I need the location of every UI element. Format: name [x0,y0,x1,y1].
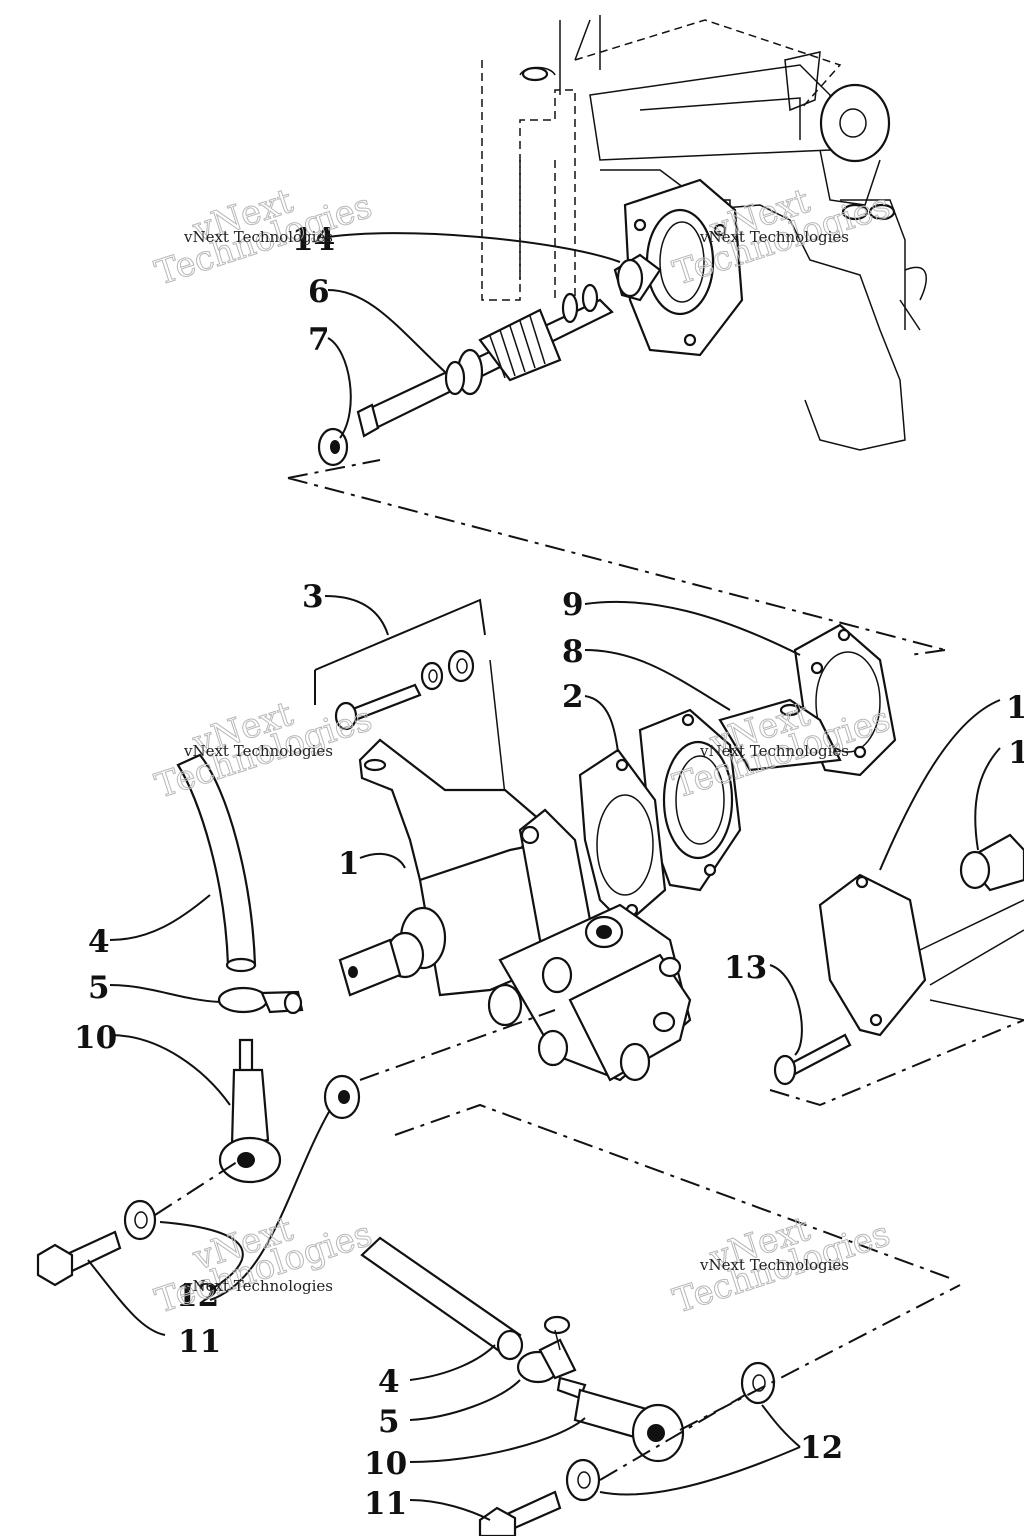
oil-pump-body-part-1 [338,738,692,1082]
label-1-right-b: 1 [1008,735,1024,771]
label-2: 2 [562,679,584,715]
label-5: 5 [88,970,110,1006]
hose-clamp-part-5-lower [409,1315,577,1421]
hose-part-4-upper [109,753,257,973]
svg-text:vNext Technologies: vNext Technologies [183,228,333,246]
hose-clamp-part-5-upper [109,984,304,1015]
drive-shaft-part-6 [356,283,614,438]
label-1: 1 [338,846,360,882]
label-10-lower: 10 [364,1446,407,1482]
alignment-line-mid [154,1009,956,1281]
label-1-right-a: 1 [1006,690,1024,726]
label-4-lower: 4 [378,1364,400,1400]
washer-part-12-upper [123,1074,361,1301]
label-8: 8 [562,634,584,670]
alignment-line-top [287,459,946,656]
label-9: 9 [562,587,584,623]
label-7: 7 [308,322,330,358]
label-4: 4 [88,924,110,960]
banjo-bolt-part-11-upper [36,1230,166,1336]
watermark-bottom-right: vNext Technologies vNext Technologies [668,1208,895,1322]
alignment-line-bottom [599,1284,961,1481]
label-13: 13 [724,950,767,986]
svg-text:vNext Technologies: vNext Technologies [183,1277,333,1295]
callout-labels: 14 6 7 3 9 8 2 1 1 1 4 5 10 13 12 11 4 5… [74,222,1024,1522]
leader-lines-top [321,232,621,439]
svg-text:vNext Technologies: vNext Technologies [699,228,849,246]
watermark-bottom-left: vNext Technologies vNext Technologies [150,1208,377,1322]
svg-text:vNext Technologies: vNext Technologies [699,742,849,760]
label-11: 11 [178,1324,221,1360]
cover-plate-right [818,699,1024,1037]
screw-part-13 [769,964,1024,1107]
label-5-lower: 5 [378,1404,400,1440]
svg-text:vNext Technologies: vNext Technologies [699,1256,849,1274]
engine-crankcase-outline [481,15,927,451]
leader-lines-mid [584,600,801,753]
label-12-lower: 12 [800,1430,843,1466]
bushing-part-14 [613,253,662,302]
label-11-lower: 11 [364,1486,407,1522]
label-14: 14 [292,222,335,258]
hose-part-4-lower [360,1236,524,1381]
label-3: 3 [302,579,324,615]
banjo-fitting-part-10-lower [409,1376,685,1463]
housing-part-8 [638,698,842,892]
label-6: 6 [308,274,330,310]
banjo-bolt-part-11-lower [409,1490,562,1536]
watermark-top-left: vNext Technologies vNext Technologies [150,180,377,294]
banjo-fitting-part-10-upper [109,1034,282,1184]
svg-text:vNext Technologies: vNext Technologies [183,742,333,760]
watermark-mid-left: vNext Technologies vNext Technologies [150,693,377,807]
label-10: 10 [74,1020,117,1056]
label-12: 12 [176,1278,219,1314]
